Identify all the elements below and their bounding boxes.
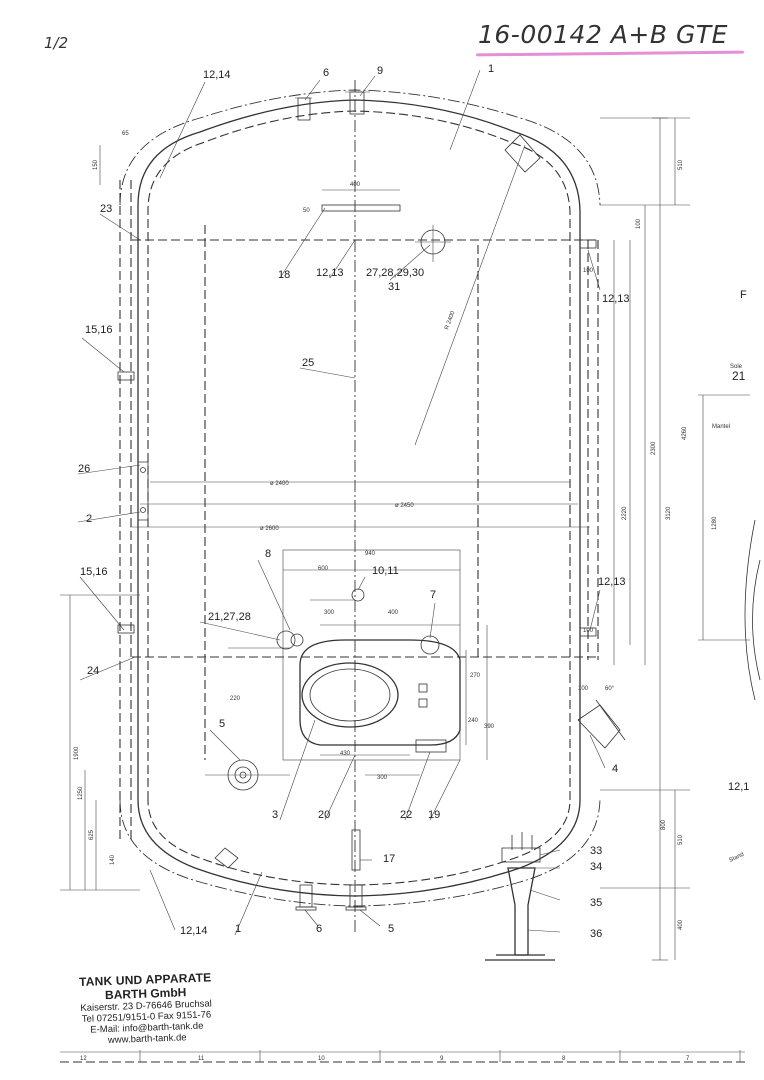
ruler-9: 9 [440,1056,444,1062]
callout-31: 31 [388,281,400,293]
dim-r2400: R 2400 [444,310,456,331]
dim-300-b: 300 [377,775,388,781]
dim-220: 220 [230,696,241,702]
dim-2220: 2220 [622,506,628,520]
dim-240: 240 [468,718,479,724]
ruler-10: 10 [318,1056,325,1062]
callout-25: 25 [302,357,314,369]
callout-12-14-top: 12,14 [203,69,231,81]
callout-36: 36 [590,928,602,940]
callout-12-13-top: 12,13 [316,267,344,279]
ruler-8: 8 [562,1056,566,1062]
dim-300-a: 300 [324,610,335,616]
callout-5-bottom: 5 [388,923,394,935]
callout-7: 7 [430,589,436,601]
callout-15-16-upper: 15,16 [85,324,113,336]
callout-6-bottom: 6 [316,923,322,935]
dim-3120: 3120 [666,506,672,520]
callout-23: 23 [100,203,112,215]
dim-65: 65 [122,131,129,137]
dim-4260: 4260 [682,426,688,440]
company-block: TANK UND APPARATE BARTH GmbH Kaiserstr. … [50,969,242,1048]
dim-625: 625 [89,829,95,840]
margin-fragment-sole: Sole [730,364,743,370]
dim-600: 600 [318,566,329,572]
dim-100-c: 100 [583,628,594,634]
dim-140: 140 [110,854,116,865]
dim-400-top: 400 [350,182,361,188]
margin-fragment-mantel: Mantel [712,424,730,430]
dim-430: 430 [340,751,351,757]
dim-2300: 2300 [651,441,657,455]
dim-400-b: 400 [388,610,399,616]
outer-shell [137,99,581,897]
ruler-12: 12 [80,1056,87,1062]
dim-510-bottom: 510 [678,834,684,845]
callout-34: 34 [590,861,602,873]
dim-940: 940 [365,551,376,557]
margin-fragment-f: F [740,289,747,301]
drawing-number: 16-00142 A+B GTE [478,20,728,49]
callout-27-30: 27,28,29,30 [366,267,424,279]
callout-1-bottom: 1 [235,923,241,935]
dim-dia-2450: ø 2450 [395,503,414,509]
callout-5-left: 5 [219,718,225,730]
callout-1-top: 1 [488,63,494,75]
dim-1250: 1250 [78,786,84,800]
ruler-11: 11 [198,1056,205,1062]
callout-6-top: 6 [323,67,329,79]
dim-dia-2600: ø 2600 [260,526,279,532]
callout-9: 9 [377,65,383,77]
dim-150: 150 [93,159,99,170]
dim-100-d: 100 [578,686,589,692]
callout-8: 8 [265,548,271,560]
callout-17: 17 [383,853,395,865]
dim-1900: 1900 [74,746,80,760]
callout-19: 19 [428,809,440,821]
callout-12-13-mid: 12,13 [598,576,626,588]
callout-2: 2 [86,513,92,525]
callout-24: 24 [87,665,99,677]
dim-400: 400 [678,919,684,930]
dim-800: 800 [661,819,667,830]
callout-18: 18 [278,269,290,281]
dim-270: 270 [470,673,481,679]
dim-100-a: 100 [636,218,642,229]
dim-50: 50 [303,208,310,214]
callout-20: 20 [318,809,330,821]
dim-1280: 1280 [712,516,718,530]
inner-shell [147,110,571,886]
margin-fragment-12-1: 12,1 [728,781,749,793]
dim-dia-2400: ø 2400 [270,481,289,487]
margin-fragment-stand: Stand [728,852,745,864]
margin-fragment-21: 21 [732,369,746,383]
dim-60deg: 60° [605,686,615,692]
dim-100-b: 100 [583,268,594,274]
dim-390: 390 [484,724,495,730]
callout-12-14-bottom: 12,14 [180,925,208,937]
callout-26: 26 [78,463,90,475]
ruler-7: 7 [686,1056,690,1062]
callout-33: 33 [590,845,602,857]
callout-15-16-lower: 15,16 [80,566,108,578]
callout-10-11: 10,11 [372,565,399,577]
callout-4: 4 [612,763,618,775]
sheet-number: 1/2 [44,34,69,52]
callout-12-13-right: 12,13 [602,293,630,305]
callout-35: 35 [590,897,602,909]
callout-3: 3 [272,809,278,821]
callout-22: 22 [400,809,412,821]
dim-510-top: 510 [678,159,684,170]
callout-21-27-28: 21,27,28 [208,611,251,623]
